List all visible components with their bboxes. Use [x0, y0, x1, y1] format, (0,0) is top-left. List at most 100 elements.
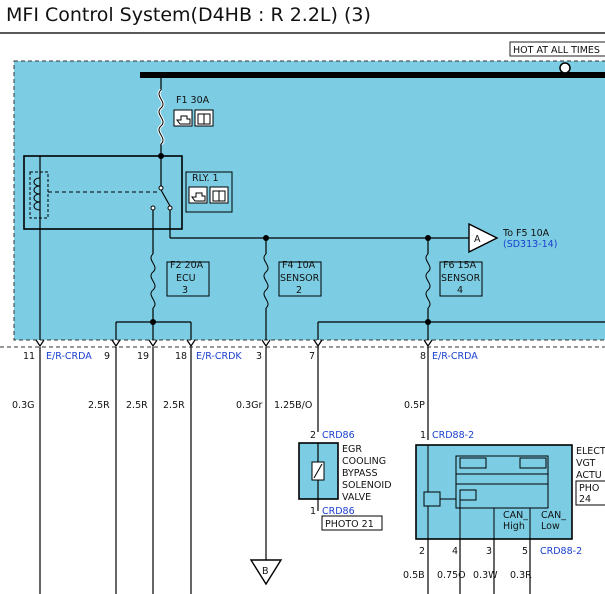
egr-connector-bottom: CRD86	[322, 506, 355, 517]
f6-label: F6 15A	[443, 260, 477, 271]
vgt-pin-2: 4	[452, 546, 458, 557]
pin-11: 11	[23, 351, 35, 362]
vgt-sub-block-1	[459, 457, 487, 469]
egr-photo-box	[321, 515, 383, 531]
fuse-relay-box	[13, 60, 605, 341]
hot-label-box	[509, 41, 605, 57]
relay-book-glyph	[212, 190, 226, 202]
pin-18: 18	[175, 351, 187, 362]
connector-label-2: E/R-CRDK	[196, 351, 242, 362]
f4-fuse-symbol	[263, 253, 269, 309]
connector-b-letter: B	[262, 566, 269, 577]
vgt-connector-top: CRD88-2	[432, 430, 474, 441]
vgt-pin-1: 2	[419, 546, 425, 557]
pin-19: 19	[137, 351, 149, 362]
connector-label-1: E/R-CRDA	[46, 351, 92, 362]
vgt-driver-block	[423, 491, 441, 507]
f1-engine-glyph	[176, 115, 191, 125]
vgt-wire-label-1: 0.5B	[403, 570, 425, 581]
chevron-pin-8	[423, 339, 433, 348]
egr-name-2: COOLING	[342, 456, 386, 467]
wire-label-2: 2.5R	[88, 400, 110, 411]
f6-fuse-symbol	[425, 253, 431, 309]
wire-label-6: 1.25B/O	[274, 400, 312, 411]
f4-number: 2	[296, 285, 302, 296]
f2-fuse-symbol	[150, 253, 156, 309]
vgt-can-low-2: Low	[541, 521, 560, 532]
relay-coil	[33, 177, 41, 211]
vgt-pin-top: 1	[420, 430, 426, 441]
f1-label: F1 30A	[176, 95, 210, 106]
vgt-name-1: ELECT	[576, 446, 605, 457]
f2-name: ECU	[176, 273, 196, 284]
f4-name: SENSOR	[280, 273, 320, 284]
connector-label-3: E/R-CRDA	[432, 351, 478, 362]
f2-label: F2 20A	[170, 260, 204, 271]
vgt-photo-1: PHO	[579, 483, 599, 494]
f6-name: SENSOR	[441, 273, 481, 284]
egr-pin-bottom: 1	[310, 506, 316, 517]
chevron-pin-19	[148, 339, 158, 348]
connector-a-ref: (SD313-14)	[503, 239, 557, 250]
vgt-sub-block-4	[459, 489, 477, 501]
bus-terminal	[559, 62, 571, 74]
egr-name-1: EGR	[342, 444, 362, 455]
vgt-wire-label-3: 0.3W	[473, 570, 498, 581]
relay-label-box	[185, 171, 233, 213]
egr-pin-top: 2	[310, 430, 316, 441]
vgt-pin-4: 5	[522, 546, 528, 557]
egr-solenoid-slash	[313, 463, 323, 479]
chevron-pin-18	[186, 339, 196, 348]
egr-photo: PHOTO 21	[325, 519, 374, 530]
f6-label-box	[439, 261, 483, 297]
vgt-photo-2: 24	[579, 494, 591, 505]
egr-name-4: SOLENOID	[342, 480, 392, 491]
connector-a-letter: A	[474, 234, 481, 245]
vgt-name-3: ACTU	[576, 470, 602, 481]
relay-coil-box	[29, 171, 49, 219]
f1-book-glyph	[197, 113, 211, 125]
pin-8: 8	[420, 351, 426, 362]
vgt-wire-label-4: 0.3R	[510, 570, 532, 581]
chevron-pin-11	[35, 339, 45, 348]
f6-number: 4	[457, 285, 463, 296]
wire-label-5: 0.3Gr	[236, 400, 262, 411]
relay-contact-2	[167, 205, 173, 211]
connector-a-triangle	[468, 222, 499, 254]
vgt-connector-bottom: CRD88-2	[540, 546, 582, 557]
chevron-pin-3	[261, 339, 271, 348]
egr-connector-top: CRD86	[322, 430, 355, 441]
relay-contact-3	[150, 205, 156, 211]
vgt-can-high-1: CAN_	[503, 510, 528, 521]
f2-label-box	[166, 261, 210, 297]
relay-label: RLY. 1	[192, 173, 219, 184]
vgt-pin-3: 3	[486, 546, 492, 557]
pin-3: 3	[256, 351, 262, 362]
pin-9: 9	[104, 351, 110, 362]
vgt-sub-block-3	[455, 473, 549, 485]
vgt-sub-block-2	[519, 457, 547, 469]
wire-label-7: 0.5P	[404, 400, 425, 411]
wire-label-3: 2.5R	[126, 400, 148, 411]
chevron-pin-7	[313, 339, 323, 348]
relay-engine-glyph	[191, 192, 206, 202]
relay-switch-arm	[160, 189, 171, 207]
relay-contact-1	[158, 185, 164, 191]
pin-7: 7	[309, 351, 315, 362]
page-title: MFI Control System(D4HB : R 2.2L) (3)	[6, 4, 371, 26]
f1-fuse-outline	[158, 89, 164, 145]
egr-name-3: BYPASS	[342, 468, 377, 479]
vgt-name-2: VGT	[576, 458, 596, 469]
connector-b-triangle	[249, 559, 283, 586]
hot-label: HOT AT ALL TIMES	[513, 45, 600, 56]
f2-number: 3	[182, 285, 188, 296]
relay-box	[23, 155, 183, 230]
wire-label-4: 2.5R	[163, 400, 185, 411]
chevron-pin-9	[111, 339, 121, 348]
vgt-wire-label-2: 0.75O	[437, 570, 466, 581]
egr-name-5: VALVE	[342, 492, 371, 503]
vgt-can-low-1: CAN_	[541, 510, 566, 521]
f4-label: F4 10A	[282, 260, 316, 271]
wire-label-1: 0.3G	[12, 400, 34, 411]
